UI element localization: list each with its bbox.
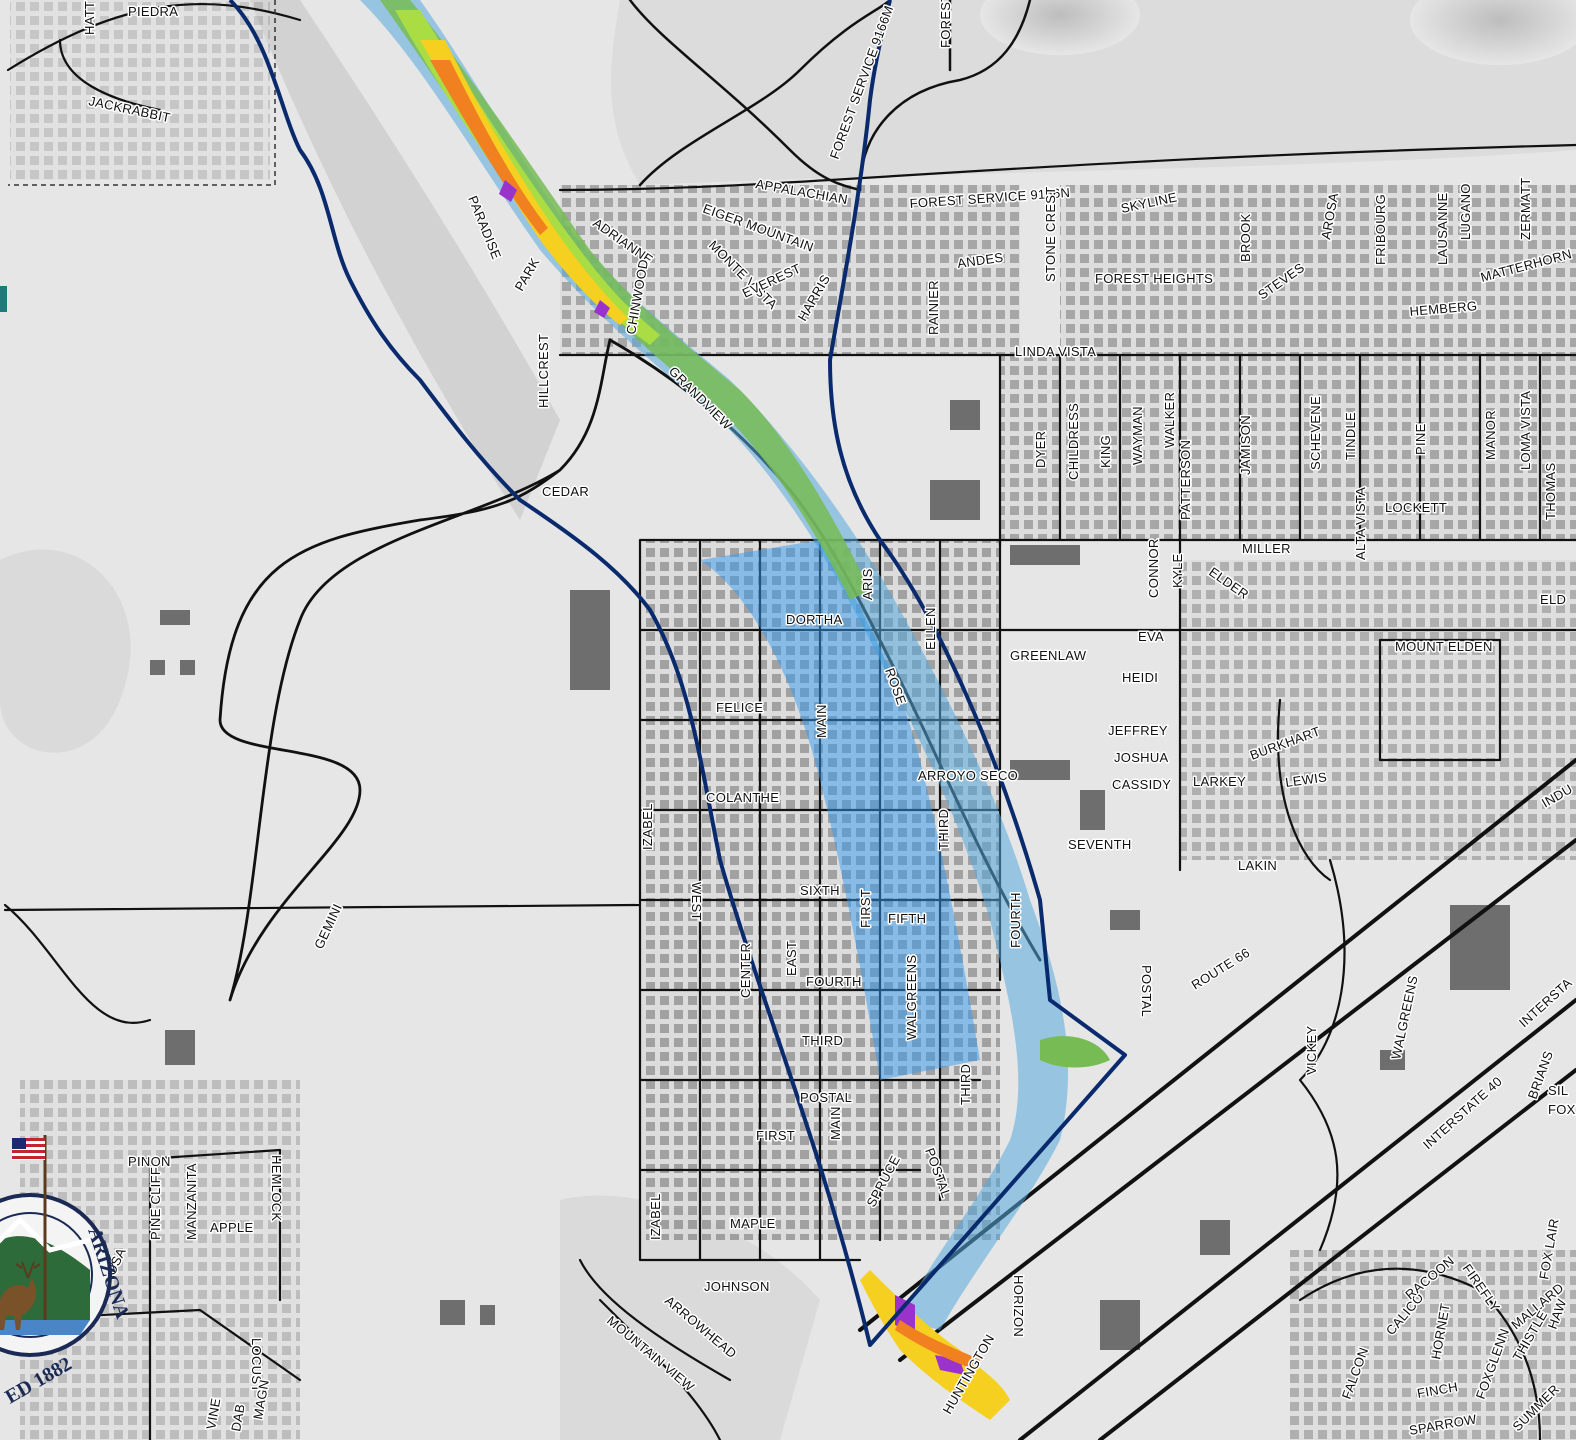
street-label: SIL xyxy=(1548,1083,1568,1098)
street-label: MAPLE xyxy=(730,1216,776,1231)
street-label: VICKEY xyxy=(1304,1025,1319,1075)
street-label: THOMAS xyxy=(1543,463,1558,520)
street-label: PATTERSON xyxy=(1178,440,1193,520)
street-label: PIEDRA xyxy=(128,4,178,19)
street-label: POSTAL xyxy=(800,1090,852,1105)
street-label: FOREST HEIGHTS xyxy=(1095,271,1213,286)
street-label: THIRD xyxy=(936,809,951,850)
street-label: THIRD xyxy=(802,1033,843,1048)
street-label: KING xyxy=(1098,435,1113,468)
street-label: ARROYO SECO xyxy=(918,768,1018,783)
watershed-boundary xyxy=(228,0,1127,1347)
street-label: ELD xyxy=(1540,592,1566,607)
street-label: HEIDI xyxy=(1122,670,1158,685)
street-label: LOCUST xyxy=(249,1338,264,1393)
street-label: ELLEN xyxy=(923,607,938,650)
street-label: HORIZON xyxy=(1011,1275,1026,1337)
large-buildings xyxy=(150,400,1510,1350)
road-network xyxy=(3,0,1576,1440)
street-label: FOX xyxy=(1548,1102,1576,1117)
street-label: COLANTHE xyxy=(706,790,779,805)
street-label: IZABEL xyxy=(648,1193,663,1240)
street-label: CONNOR xyxy=(1146,538,1161,598)
street-label: LOMA VISTA xyxy=(1518,391,1533,470)
street-label: BROOK xyxy=(1238,214,1253,262)
street-label: LAUSANNE xyxy=(1435,192,1450,265)
street-label: DYER xyxy=(1033,431,1048,468)
street-label: FELICE xyxy=(716,700,763,715)
street-label: VINE xyxy=(203,1397,223,1431)
street-label: JAMISON xyxy=(1238,415,1253,475)
street-label: IZABEL xyxy=(640,803,655,850)
street-label: MOUNT ELDEN xyxy=(1395,639,1493,654)
street-label: JOSHUA xyxy=(1114,750,1169,765)
street-label: DAB xyxy=(228,1403,248,1433)
street-label: THIRD xyxy=(958,1064,973,1105)
parcel-boundary xyxy=(8,0,276,186)
street-label: FIRST xyxy=(858,889,873,928)
street-label: JOHNSON xyxy=(704,1279,770,1294)
street-label: CHILDRESS xyxy=(1066,403,1081,480)
street-label: MILLER xyxy=(1242,541,1291,556)
street-label: ZERMATT xyxy=(1518,177,1533,240)
side-tab-marker[interactable] xyxy=(0,286,7,312)
street-label: WAYMAN xyxy=(1130,406,1145,465)
us-flag-icon xyxy=(12,1135,47,1320)
street-label: HILLCREST xyxy=(536,334,551,408)
street-label: CASSIDY xyxy=(1112,777,1171,792)
street-label: GREENLAW xyxy=(1010,648,1087,663)
street-label: LOCKETT xyxy=(1385,500,1447,515)
street-label: KYLE xyxy=(1170,554,1185,588)
street-label: STONE CREST xyxy=(1043,186,1058,282)
street-label: MANOR xyxy=(1483,410,1498,460)
street-label: CEDAR xyxy=(542,484,589,499)
street-label: WALKER xyxy=(1162,392,1177,448)
street-label: POSTAL xyxy=(1139,965,1154,1017)
street-label: LARKEY xyxy=(1193,774,1246,789)
street-label: RAINIER xyxy=(926,280,941,335)
street-label: FOURTH xyxy=(806,974,862,989)
street-label: HEMLOCK xyxy=(269,1155,284,1221)
flood-inundation xyxy=(360,0,1110,1420)
street-label: JEFFREY xyxy=(1108,723,1168,738)
street-label: MAIN xyxy=(814,704,829,738)
street-label: LAKIN xyxy=(1238,858,1277,873)
street-label: HATT xyxy=(82,1,97,35)
street-label: APPLE xyxy=(210,1220,253,1235)
street-label: SEVENTH xyxy=(1068,837,1132,852)
street-label: ARIS xyxy=(860,568,875,600)
street-label: CENTER xyxy=(738,943,753,998)
street-label: EAST xyxy=(784,941,799,976)
street-label: MAIN xyxy=(828,1106,843,1140)
street-label: SIXTH xyxy=(800,883,840,898)
street-label: PINE CLIFF xyxy=(148,1167,163,1240)
street-label: LUGANO xyxy=(1458,183,1473,240)
street-label: FIFTH xyxy=(888,911,926,926)
street-label: PINON xyxy=(128,1154,171,1169)
street-label: EVA xyxy=(1138,629,1164,644)
street-label: FRIBOURG xyxy=(1373,194,1388,265)
elk-icon xyxy=(0,1261,41,1330)
street-label: FOREST xyxy=(938,0,953,48)
street-label: LEWIS xyxy=(1284,769,1328,790)
street-label: MANZANITA xyxy=(184,1163,199,1240)
street-label: FOURTH xyxy=(1008,892,1023,948)
street-label: PINE xyxy=(1413,423,1428,455)
street-label: LINDA VISTA xyxy=(1015,344,1096,359)
street-label: SCHEVENE xyxy=(1308,396,1323,470)
street-label: WEST xyxy=(689,882,704,921)
street-label: FIRST xyxy=(756,1128,795,1143)
street-label: ALTA VISTA xyxy=(1353,487,1368,560)
street-label: DORTHA xyxy=(786,612,842,627)
street-label: TINDLE xyxy=(1343,412,1358,460)
street-label: WALGREENS xyxy=(904,955,919,1040)
